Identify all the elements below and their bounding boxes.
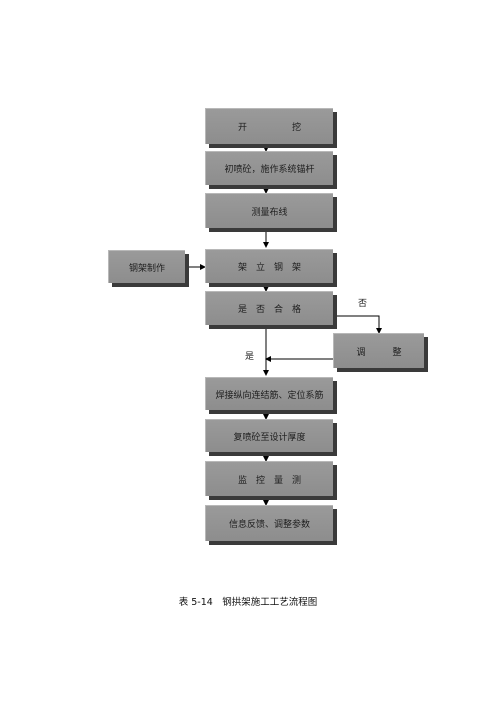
step-feedback: 信息反馈、调整参数 xyxy=(205,505,333,541)
label-yes: 是 xyxy=(245,352,255,362)
step-monitor: 监 控 量 测 xyxy=(205,461,333,496)
step-erect: 架 立 钢 架 xyxy=(205,249,333,283)
label-no: 否 xyxy=(358,299,368,309)
step-excavate: 开 挖 xyxy=(205,108,333,144)
side-adjust: 调 整 xyxy=(333,333,424,368)
step-weld: 焊接纵向连结筋、定位系筋 xyxy=(205,377,333,410)
step-check: 是 否 合 格 xyxy=(205,291,333,325)
side-fabricate: 钢架制作 xyxy=(108,250,185,283)
step-initial-spray: 初喷砼，施作系统锚杆 xyxy=(205,151,333,185)
arrow-no-to-adjust xyxy=(333,315,382,334)
figure-caption: 表 5-14 钢拱架施工工艺流程图 xyxy=(178,597,318,608)
step-respray: 复喷砼至设计厚度 xyxy=(205,419,333,452)
step-survey: 测量布线 xyxy=(205,193,333,228)
